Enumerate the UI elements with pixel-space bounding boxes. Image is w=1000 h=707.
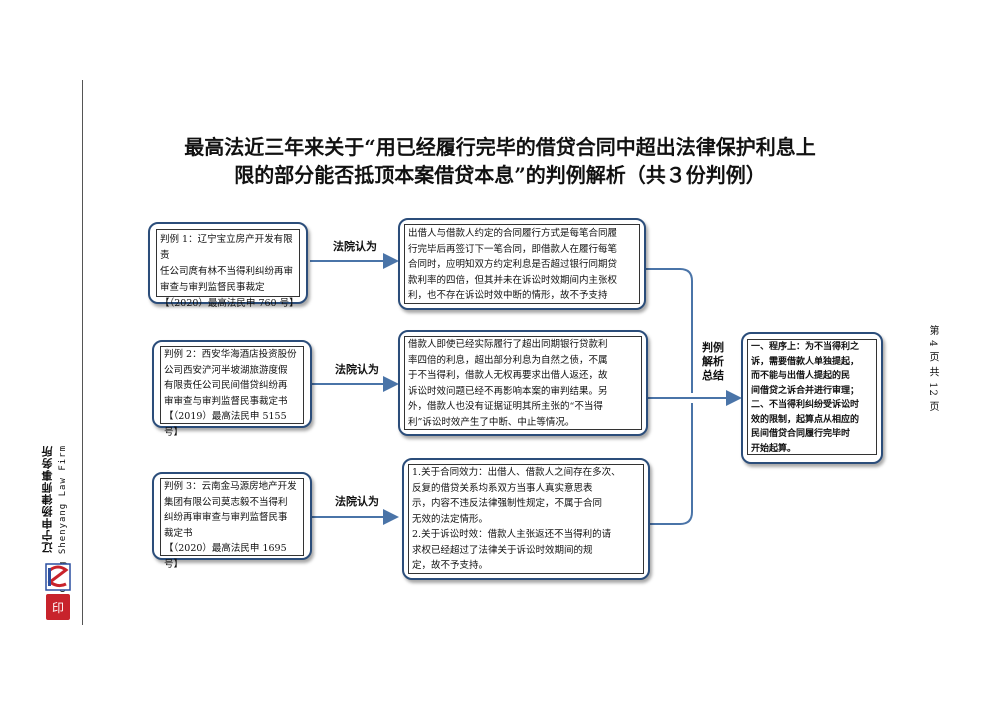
opinion-2-line: 利”诉讼时效产生了中断、中止等情况。	[408, 416, 575, 428]
title-line-2: 限的部分能否抵顶本案借贷本息”的判例解析（共３份判例）	[234, 163, 766, 187]
case-1-line: 审查与审判监督民事裁定	[160, 282, 265, 293]
summary-line: 二、不当得利纠纷受诉讼时	[751, 400, 860, 410]
opinion-1-line: 合同时，应明知双方约定利息是否超过银行同期贷	[408, 259, 618, 270]
case-2-line: 审审查与审判监督民事裁定书	[164, 395, 288, 407]
opinion-3-box: 1.关于合同效力：出借人、借款人之间存在多次、 反复的借贷关系均系双方当事人真实…	[402, 458, 650, 580]
svg-text:印: 印	[52, 601, 64, 615]
summary-line: 诉，需要借款人单独提起，	[751, 356, 860, 367]
opinion-3-line: 反复的借贷关系均系双方当事人真实意思表	[412, 482, 593, 494]
case-2-line: 判例 2：西安华海酒店投资股份	[164, 349, 297, 360]
case-2-line: 公司西安浐河半坡湖旅游度假	[164, 364, 288, 376]
opinion-3-line: 1.关于合同效力：出借人、借款人之间存在多次、	[412, 467, 621, 478]
bracket-top	[646, 268, 693, 393]
case-2-line: 有限责任公司民间借贷纠纷再	[164, 380, 288, 391]
opinion-3-line: 示，内容不违反法律强制性规定，不属于合同	[412, 498, 603, 509]
summary-line: 而不能与出借人提起的民	[751, 371, 851, 381]
case-2-line: 【（2019）最高法民申 5155 号】	[164, 411, 287, 438]
page-title: 最高法近三年来关于“用已经履行完毕的借贷合同中超出法律保护利息上 限的部分能否抵…	[120, 133, 880, 189]
summary-line: 间借贷之诉合并进行审理；	[751, 385, 860, 396]
summary-label: 判例 解析 总结	[702, 341, 724, 383]
opinion-3-line: 无效的法定情形。	[412, 513, 489, 525]
court-opinion-label-1: 法院认为	[333, 240, 377, 253]
firm-name-cn: 辽宁申扬律师事务所	[41, 445, 54, 553]
opinion-3-line: 定，故不予支持。	[412, 560, 489, 571]
summary-line: 开始起算。	[751, 443, 797, 454]
bracket-bottom	[650, 403, 693, 525]
opinion-1-line: 款利率的四倍，但其并未在诉讼时效期间内主张权	[408, 274, 618, 286]
title-line-1: 最高法近三年来关于“用已经履行完毕的借贷合同中超出法律保护利息上	[184, 135, 816, 159]
opinion-2-line: 率四倍的利息，超出部分利息为自然之债，不属	[408, 354, 608, 366]
case-3-line: 集团有限公司莫志毅不当得利	[164, 496, 288, 508]
case-3-box: 判例 3：云南金马源房地产开发 集团有限公司莫志毅不当得利 纠纷再审审查与审判监…	[152, 472, 312, 570]
opinion-1-line: 行完毕后再签订下一笔合同，即借款人在履行每笔	[408, 243, 618, 255]
summary-line: 一、程序上：为不当得利之	[751, 342, 860, 352]
opinion-2-line: 诉讼时效问题已经不再影响本案的审判结果。另	[408, 385, 608, 397]
summary-box: 一、程序上：为不当得利之 诉，需要借款人单独提起， 而不能与出借人提起的民 间借…	[741, 332, 883, 464]
opinion-2-line: 于不当得利，借款人无权再要求出借人返还，故	[408, 370, 608, 381]
summary-label-line: 总结	[702, 369, 724, 382]
case-1-line: 【（2020）最高法民申 760 号】	[160, 298, 299, 309]
opinion-1-line: 出借人与借款人约定的合同履行方式是每笔合同履	[408, 228, 618, 239]
page-number: 第 4 页 共 12 页	[927, 325, 938, 412]
opinion-2-line: 借款人即使已经实际履行了超出同期银行贷款利	[408, 339, 608, 350]
left-margin-line	[82, 80, 83, 625]
summary-line: 民间借贷合同履行完毕时	[751, 429, 851, 439]
case-1-line: 判例 1：辽宁宝立房产开发有限责	[160, 234, 293, 261]
case-3-line: 纠纷再审审查与审判监督民事	[164, 512, 288, 523]
opinion-2-box: 借款人即使已经实际履行了超出同期银行贷款利 率四倍的利息，超出部分利息为自然之债…	[398, 330, 648, 436]
court-opinion-label-2: 法院认为	[335, 363, 379, 376]
firm-logo-icon: 印	[45, 563, 71, 620]
summary-label-line: 解析	[702, 355, 724, 368]
case-3-line: 裁定书	[164, 527, 193, 539]
case-3-line: 【（2020）最高法民申 1695 号】	[164, 543, 287, 570]
case-3-line: 判例 3：云南金马源房地产开发	[164, 481, 297, 492]
opinion-1-line: 利，也不存在诉讼时效中断的情形，故不予支持	[408, 290, 608, 301]
opinion-1-box: 出借人与借款人约定的合同履行方式是每笔合同履 行完毕后再签订下一笔合同，即借款人…	[398, 218, 646, 310]
opinion-3-line: 求权已经超过了法律关于诉讼时效期间的规	[412, 544, 593, 556]
court-opinion-label-3: 法院认为	[335, 495, 379, 508]
case-2-box: 判例 2：西安华海酒店投资股份 公司西安浐河半坡湖旅游度假 有限责任公司民间借贷…	[152, 340, 312, 438]
summary-line: 效的限制，起算点从相应的	[751, 414, 860, 425]
opinion-2-line: 外，借款人也没有证据证明其所主张的“不当得	[408, 401, 603, 412]
opinion-3-line: 2.关于诉讼时效：借款人主张返还不当得利的请	[412, 529, 612, 540]
summary-label-line: 判例	[702, 341, 724, 354]
case-1-line: 任公司庹有林不当得利纠纷再审	[160, 266, 294, 277]
case-1-box: 判例 1：辽宁宝立房产开发有限责 任公司庹有林不当得利纠纷再审 审查与审判监督民…	[148, 222, 308, 309]
